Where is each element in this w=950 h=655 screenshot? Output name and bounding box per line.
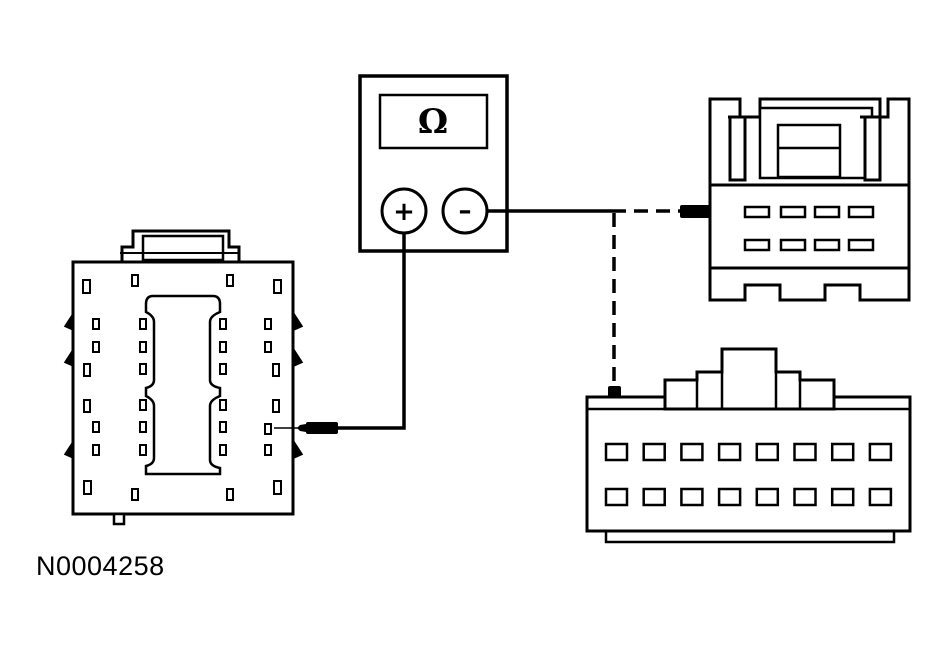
figure-id: N0004258: [36, 551, 165, 581]
multimeter: Ω + –: [358, 74, 509, 253]
pin-cavity: [680, 487, 704, 507]
meter-display: [378, 93, 489, 150]
left-connector: [63, 229, 304, 526]
upper-right-connector-pins: [743, 205, 875, 252]
pin-cavity: [219, 399, 227, 411]
pin-cavity: [755, 487, 780, 507]
pin-cavity: [743, 205, 771, 219]
pin-cavity: [868, 487, 893, 507]
pin-cavity: [642, 442, 666, 462]
pin-cavity: [83, 363, 91, 377]
pin-cavity: [92, 341, 100, 353]
pin-cavity: [219, 318, 227, 330]
pin-cavity: [139, 399, 147, 411]
lower-right-connector: [585, 347, 912, 544]
pin-cavity: [793, 442, 817, 462]
pin-cavity: [139, 363, 147, 375]
positive-lead: [336, 233, 406, 430]
pin-cavity: [131, 488, 139, 501]
pin-cavity: [830, 487, 855, 507]
pin-cavity: [92, 318, 100, 330]
upper-right-connector: [708, 97, 911, 302]
pin-cavity: [830, 442, 855, 462]
pin-cavity: [847, 205, 875, 219]
pin-cavity: [755, 442, 780, 462]
pin-cavity: [264, 423, 272, 435]
lower-right-connector-pins: [604, 442, 893, 507]
pin-cavity: [717, 442, 742, 462]
pin-cavity: [264, 341, 272, 353]
pin-cavity: [83, 480, 92, 495]
pin-cavity: [813, 205, 841, 219]
pin-cavity: [813, 238, 841, 252]
pin-cavity: [219, 341, 227, 353]
pin-cavity: [139, 318, 147, 330]
pin-cavity: [92, 421, 100, 433]
pin-cavity: [92, 444, 100, 456]
pin-cavity: [272, 399, 280, 413]
pin-cavity: [219, 421, 227, 433]
pin-cavity: [131, 274, 139, 287]
pin-cavity: [226, 488, 234, 501]
ohm-symbol: Ω: [418, 102, 448, 142]
pin-cavity: [273, 279, 282, 294]
pin-cavity: [717, 487, 742, 507]
negative-terminal-label: –: [459, 196, 472, 226]
positive-terminal-label: +: [393, 197, 415, 227]
pin-cavity: [273, 480, 282, 495]
pin-cavity: [264, 444, 272, 456]
pin-cavity: [868, 442, 893, 462]
test-leads: [336, 209, 680, 430]
pin-cavity: [264, 318, 272, 330]
pin-cavity: [680, 442, 704, 462]
pin-cavity: [743, 238, 771, 252]
pin-cavity: [793, 487, 817, 507]
pin-cavity: [272, 363, 280, 377]
pin-cavity: [219, 444, 227, 456]
pin-cavity: [82, 279, 91, 294]
pin-cavity: [219, 363, 227, 375]
pin-cavity: [604, 442, 629, 462]
pin-cavity: [139, 341, 147, 353]
pin-cavity: [604, 487, 629, 507]
pin-cavity: [139, 444, 147, 456]
pin-cavity: [139, 421, 147, 433]
pin-cavity: [642, 487, 666, 507]
pin-cavity: [226, 274, 234, 287]
left-connector-pins: [82, 274, 282, 501]
pin-cavity: [779, 238, 807, 252]
pin-cavity: [779, 205, 807, 219]
pin-cavity: [83, 399, 91, 413]
probe-positive: [274, 422, 338, 434]
pin-cavity: [847, 238, 875, 252]
